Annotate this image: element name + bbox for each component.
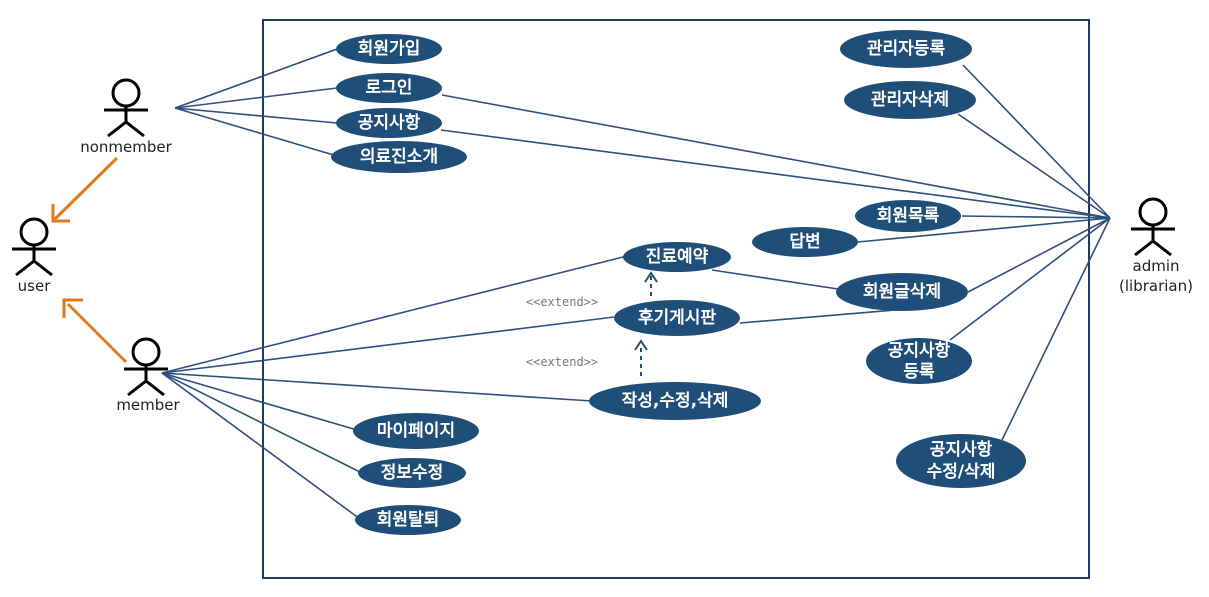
uc-review-board (614, 300, 740, 336)
uc-notice-edit-label-line2: 수정/삭제 (927, 462, 996, 482)
assoc-nonmember-login (174, 87, 338, 109)
uc-intro-label: 의료진소개 (360, 147, 438, 167)
uc-write-edit-delete (589, 382, 761, 420)
uc-admin-register (840, 30, 972, 68)
actor-user-head (19, 217, 49, 247)
uc-notice-register (866, 338, 972, 384)
uc-withdraw-label: 회원탈퇴 (377, 509, 440, 530)
uc-mypage (353, 413, 479, 449)
actor-admin-label-line2: (librarian) (1119, 277, 1193, 295)
uc-answer (752, 227, 858, 257)
generalization-nonmember-user (53, 156, 119, 221)
assoc-admin-memberlist (961, 215, 1111, 219)
generalization-head-2 (62, 298, 83, 318)
extend-label-2: <<extend>> (526, 355, 598, 369)
actor-nonmember-label: nonmember (80, 138, 172, 156)
assoc-member-editinfo (161, 372, 361, 473)
actor-member-label: member (116, 396, 180, 414)
uc-member-list (855, 200, 961, 232)
association-lines (161, 48, 1111, 520)
uc-notice-edit-label-line1: 공지사항 (930, 439, 993, 460)
use-cases (331, 30, 1026, 535)
generalization-member-user (66, 302, 128, 364)
uc-review-board-label: 후기게시판 (638, 307, 717, 328)
uc-notice (336, 108, 442, 138)
assoc-reservation-deletepost (711, 269, 839, 290)
uc-intro (331, 141, 467, 173)
assoc-admin-noticeregister (949, 217, 1111, 341)
uc-edit-info (358, 458, 466, 488)
extend-label-1: <<extend>> (526, 295, 598, 309)
uc-join (336, 34, 442, 64)
generalization-head-1 (51, 204, 70, 223)
assoc-admin-notice (440, 129, 1111, 219)
uc-mypage-label: 마이페이지 (377, 421, 455, 441)
assoc-admin-deletepost (967, 217, 1111, 293)
uc-write-edit-delete-label: 작성,수정,삭제 (622, 391, 729, 411)
uc-edit-info-label: 정보수정 (381, 463, 444, 483)
uc-delete-member-post-label: 회원글삭제 (863, 282, 941, 302)
actor-admin-label-line1: admin (1133, 257, 1180, 275)
uc-reservation (623, 242, 731, 272)
assoc-member-review (161, 316, 615, 374)
uc-login-label: 로그인 (366, 78, 413, 98)
actor-nonmember-head (111, 78, 141, 108)
uc-withdraw (355, 505, 461, 535)
uc-login (336, 73, 442, 103)
actor-user (12, 217, 56, 277)
assoc-admin-noticeedit (1001, 217, 1111, 441)
assoc-member-reservation (161, 255, 628, 374)
assoc-admin-delete (957, 113, 1111, 219)
actor-admin (1131, 197, 1175, 257)
extend-arrowhead-1 (644, 271, 658, 283)
assoc-admin-login (441, 94, 1111, 219)
system-boundary (262, 19, 1090, 579)
uc-member-list-label: 회원목록 (877, 206, 940, 226)
actor-admin-head (1138, 197, 1168, 227)
assoc-member-mypage (161, 372, 358, 431)
actor-member (124, 337, 168, 397)
extend-arrows (634, 271, 658, 376)
assoc-member-withdraw (161, 372, 361, 520)
actor-user-label: user (18, 277, 52, 295)
assoc-member-write (161, 372, 593, 402)
uc-delete-member-post (836, 273, 968, 311)
uc-admin-register-label: 관리자등록 (867, 39, 946, 59)
uc-notice-edit (896, 434, 1026, 488)
assoc-nonmember-join (174, 48, 338, 109)
actor-member-head (131, 337, 161, 367)
uc-admin-delete-label: 관리자삭제 (871, 90, 949, 110)
uc-notice-label: 공지사항 (358, 112, 421, 133)
generalization-arrows (51, 156, 128, 364)
uc-answer-label: 답변 (789, 232, 820, 252)
uc-notice-register-label-line1: 공지사항 (888, 340, 951, 361)
assoc-nonmember-intro (174, 107, 338, 157)
assoc-review-deletepost (739, 309, 896, 324)
uc-reservation-label: 진료예약 (646, 246, 709, 267)
assoc-admin-answer (857, 217, 1111, 243)
uc-notice-register-label-line2: 등록 (903, 362, 935, 382)
extend-arrowhead-2 (634, 339, 648, 351)
assoc-admin-register (962, 64, 1111, 219)
uc-admin-delete (844, 81, 976, 119)
uc-join-label: 회원가입 (358, 39, 421, 59)
assoc-nonmember-notice (174, 107, 338, 124)
actor-nonmember (104, 78, 148, 138)
